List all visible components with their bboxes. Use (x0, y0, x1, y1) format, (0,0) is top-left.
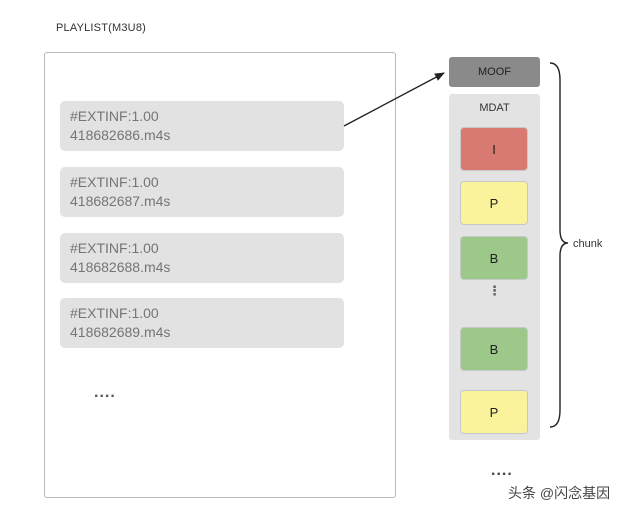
playlist-entry-1: #EXTINF:1.00 418682686.m4s (60, 101, 344, 151)
chunks-ellipsis: .... (491, 462, 513, 479)
entries-ellipsis: .... (94, 384, 116, 401)
playlist-entry-4: #EXTINF:1.00 418682689.m4s (60, 298, 344, 348)
frame-p-2: P (460, 390, 528, 434)
watermark: 头条 @闪念基因 (508, 485, 611, 501)
chunk-brace (549, 62, 569, 428)
frame-b: B (460, 236, 528, 280)
frames-ellipsis: ⋮ (488, 283, 501, 298)
playlist-container (44, 52, 396, 498)
frame-b-2: B (460, 327, 528, 371)
entry-file: 418682686.m4s (70, 127, 171, 143)
entry-tag: #EXTINF:1.00 (70, 240, 159, 256)
playlist-title: PLAYLIST(M3U8) (56, 22, 147, 34)
mdat-label: MDAT (479, 102, 510, 114)
moof-box: MOOF (449, 57, 540, 87)
entry-file: 418682688.m4s (70, 259, 171, 275)
entry-tag: #EXTINF:1.00 (70, 305, 159, 321)
arrow-entry-to-moof (343, 72, 445, 127)
entry-tag: #EXTINF:1.00 (70, 174, 159, 190)
playlist-entry-2: #EXTINF:1.00 418682687.m4s (60, 167, 344, 217)
entry-file: 418682687.m4s (70, 193, 171, 209)
frame-i: I (460, 127, 528, 171)
entry-tag: #EXTINF:1.00 (70, 108, 159, 124)
entry-file: 418682689.m4s (70, 324, 171, 340)
chunk-label: chunk (573, 238, 603, 250)
frame-p: P (460, 181, 528, 225)
playlist-entry-3: #EXTINF:1.00 418682688.m4s (60, 233, 344, 283)
